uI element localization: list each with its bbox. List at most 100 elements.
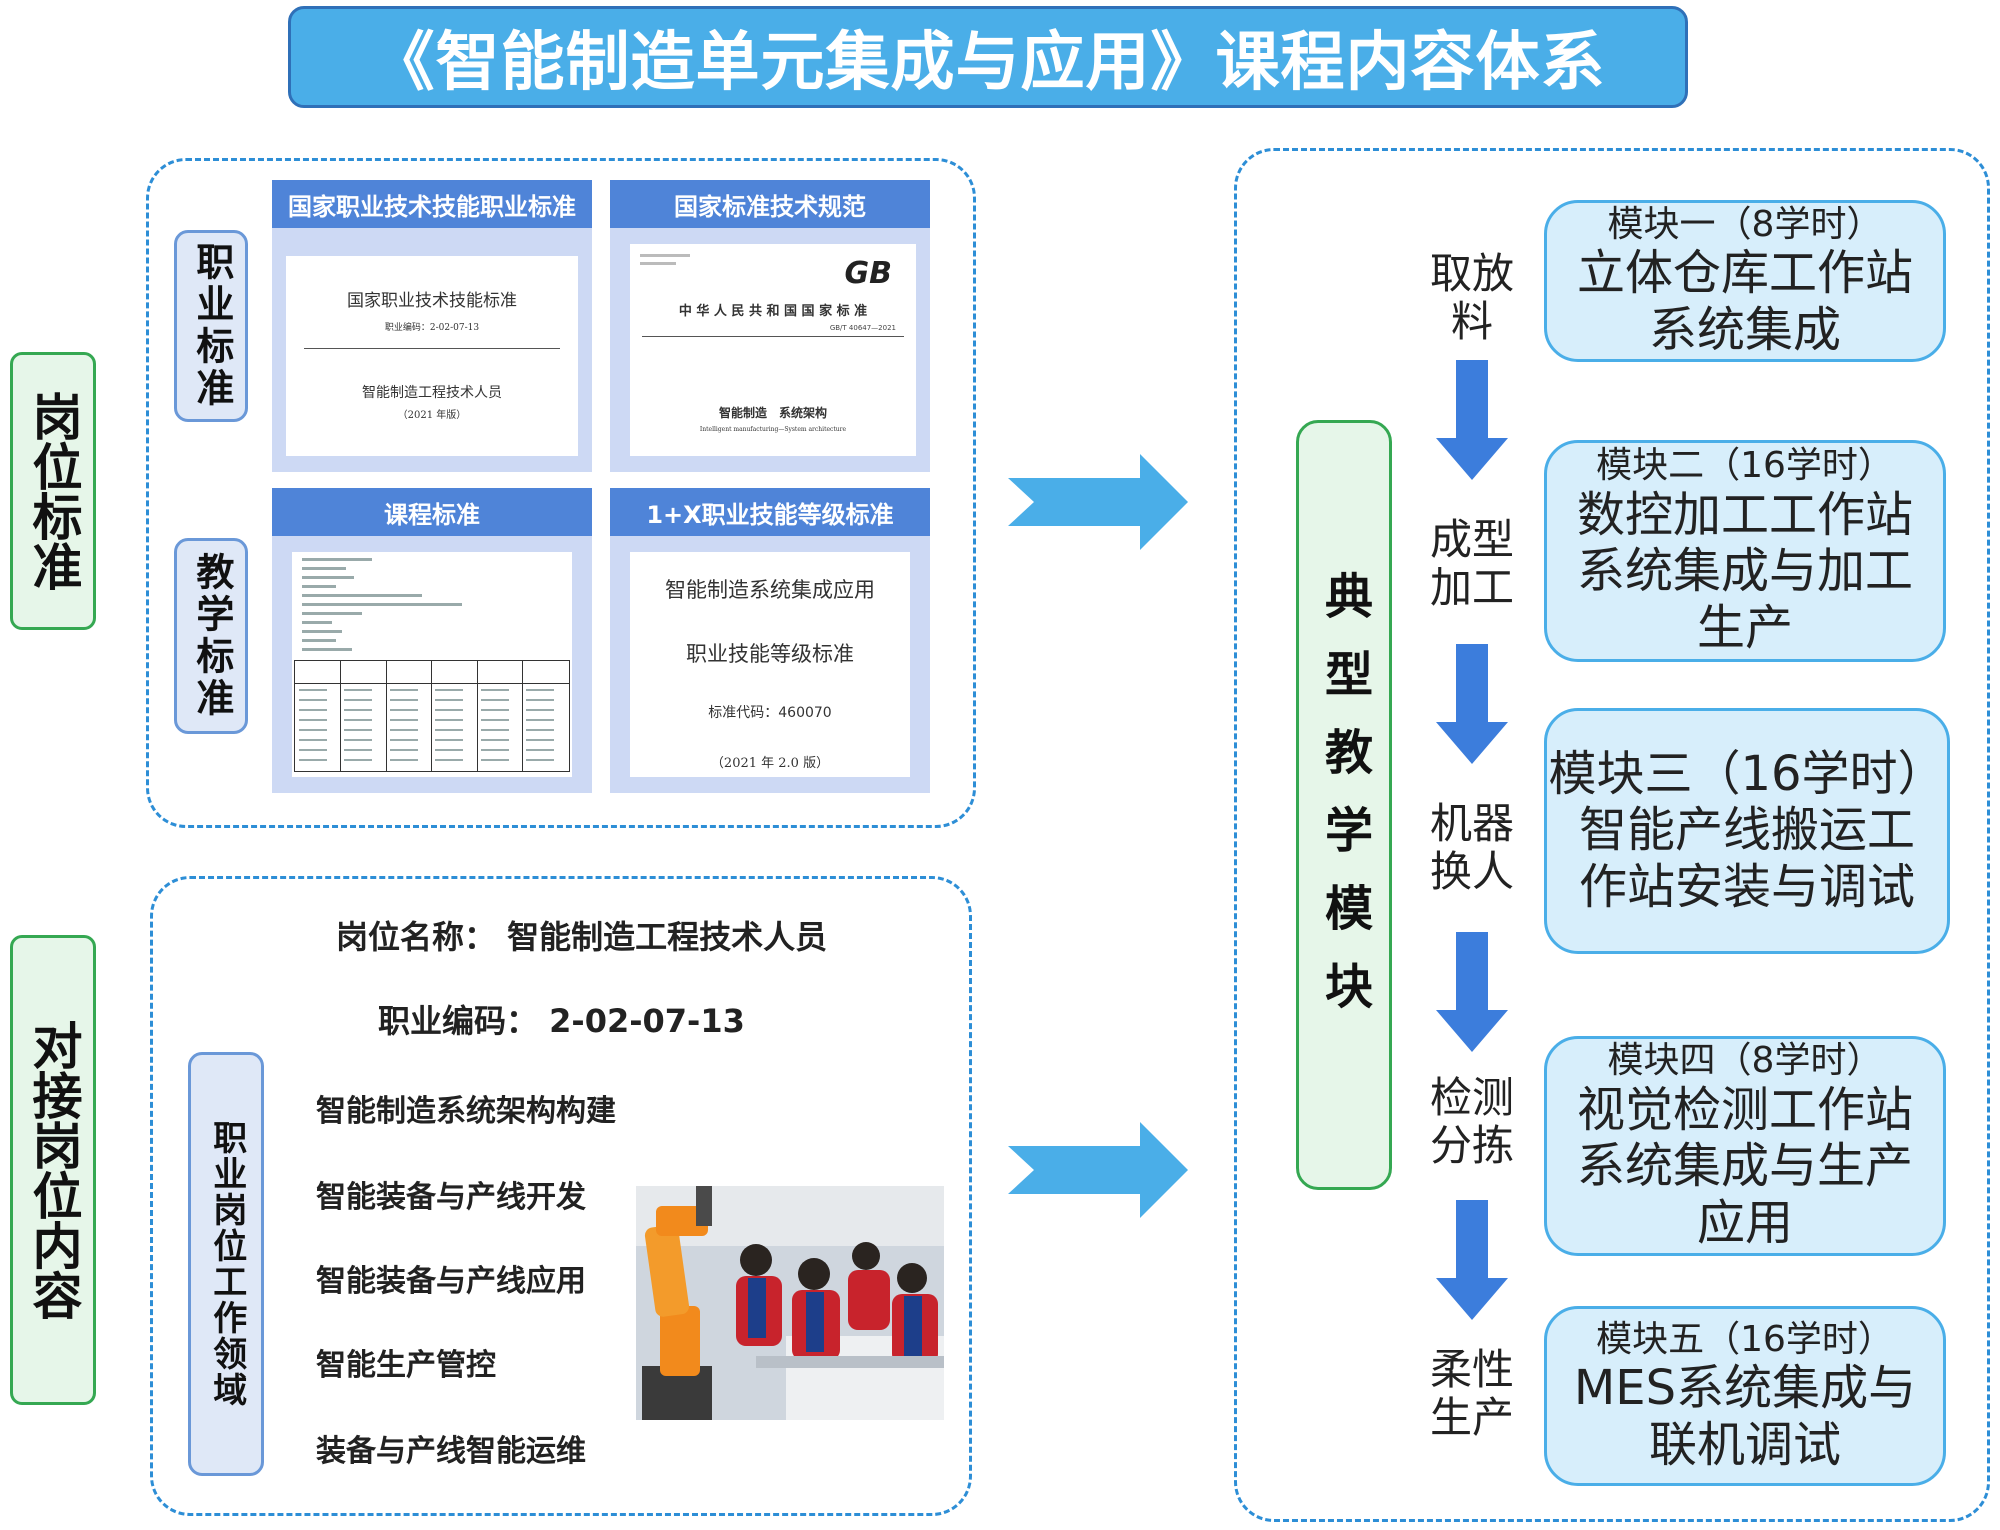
table-cell-placeholder [480,729,509,731]
table-cell-placeholder [299,709,327,711]
doc-line: （2021 年版） [397,410,467,421]
table-cell-placeholder [389,699,418,701]
table-cell-placeholder [435,759,464,761]
tag-job-work-domain: 职业岗位工作领域 [188,1052,264,1476]
module-title-line: MES系统集成与 [1573,1360,1917,1417]
divider [304,348,560,349]
table-column-rule [431,661,433,771]
card-header: 课程标准 [272,488,592,536]
process-text: 取放料 [1429,249,1514,347]
table-cell-placeholder [480,709,509,711]
module-header: 模块五（16学时） [1596,1318,1894,1360]
typical-teaching-modules-label: 典型教学模块 [1296,420,1392,1190]
doc-meta-line [640,254,690,257]
process-text: 柔性生产 [1429,1345,1514,1443]
table-cell-placeholder [526,749,555,751]
process-text: 检测分拣 [1429,1073,1514,1171]
table-cell-placeholder [435,729,464,731]
text-line-placeholder [302,612,362,615]
side-label-post-content: 对接岗位内容 [10,935,96,1405]
table-cell-placeholder [526,699,555,701]
document-preview [292,552,572,777]
module-4-box: 模块四（8学时） 视觉检测工作站 系统集成与生产 应用 [1544,1036,1946,1256]
domain-item: 智能生产管控 [316,1348,496,1383]
table-cell-placeholder [344,729,373,731]
arrow-right-bottom [1008,1122,1188,1218]
table-cell-placeholder [299,689,327,691]
table-column-rule [385,661,387,771]
arrow-right-top [1008,454,1188,550]
card-header: 国家职业技术技能职业标准 [272,180,592,228]
tag-job-work-domain-text: 职业岗位工作领域 [206,1120,247,1408]
table-cell-placeholder [389,729,418,731]
module-5-box: 模块五（16学时） MES系统集成与 联机调试 [1544,1306,1946,1486]
table-column-rule [522,661,524,771]
tag-career-standard: 职业标准 [174,230,248,422]
module-3-box: 模块三（16学时） 智能产线搬运工 作站安装与调试 [1544,708,1950,954]
table-cell-placeholder [389,689,418,691]
text-line-placeholder [302,585,336,588]
module-title-line: 作站安装与调试 [1578,858,1915,915]
table-cell-placeholder [389,739,418,741]
workshop-photo [636,1186,944,1420]
module-title-line: 应用 [1696,1195,1793,1251]
document-preview: 智能制造系统集成应用 职业技能等级标准 标准代码：460070 （2021 年 … [630,552,910,777]
tag-career-standard-text: 职业标准 [189,242,234,410]
module-1-box: 模块一（8学时） 立体仓库工作站 系统集成 [1544,200,1946,362]
table-header-rule [295,683,569,684]
module-title-line: 系统集成 [1648,301,1841,358]
table-cell-placeholder [526,759,555,761]
card-1x-skill-standard: 1+X职业技能等级标准 智能制造系统集成应用 职业技能等级标准 标准代码：460… [610,488,930,793]
table-cell-placeholder [526,729,555,731]
workshop-photo-illustration [636,1186,944,1420]
table-cell-placeholder [344,739,373,741]
process-label: 柔性生产 [1412,1345,1532,1443]
module-title-line: 系统集成与生产 [1576,1138,1913,1195]
doc-line: 标准代码：460070 [708,705,832,721]
text-line-placeholder [302,648,352,651]
table-cell-placeholder [435,689,464,691]
table-cell-placeholder [435,699,464,701]
doc-line: （2021 年 2.0 版） [710,756,830,771]
page-title: 《智能制造单元集成与应用》课程内容体系 [370,26,1606,100]
gb-logo: GB [844,256,893,291]
table-cell-placeholder [435,739,464,741]
modules-panel [1234,148,1990,1522]
arrow-down [1436,360,1508,480]
doc-meta-line [640,262,676,265]
domain-item: 装备与产线智能运维 [316,1434,586,1469]
side-label-post-standard-text: 岗位标准 [24,391,83,591]
job-code-value: 2-02-07-13 [549,1002,745,1040]
text-line-placeholder [302,576,354,579]
text-line-placeholder [302,594,422,597]
job-name-value: 智能制造工程技术人员 [507,918,828,956]
process-label: 检测分拣 [1412,1073,1532,1171]
title-banner: 《智能制造单元集成与应用》课程内容体系 [288,6,1688,108]
text-line-placeholder [302,567,346,570]
table-column-rule [476,661,478,771]
doc-line: 智能制造系统集成应用 [665,578,875,602]
doc-line: 国家职业技术技能标准 [347,291,517,311]
table-cell-placeholder [299,739,327,741]
table-cell-placeholder [480,749,509,751]
doc-line: Intelligent manufacturing—System archite… [699,426,847,433]
card-header: 国家标准技术规范 [610,180,930,228]
module-header: 模块一（8学时） [1607,203,1883,245]
table-cell-placeholder [435,709,464,711]
domain-item: 智能制造系统架构构建 [316,1094,616,1129]
table-cell-placeholder [480,719,509,721]
divider [642,336,904,337]
document-table [294,660,570,772]
side-label-post-content-text: 对接岗位内容 [24,1020,83,1320]
domain-item: 智能装备与产线应用 [316,1264,586,1299]
table-cell-placeholder [480,699,509,701]
document-preview: GB 中 华 人 民 共 和 国 国 家 标 准 GB/T 40647—2021… [630,244,916,456]
table-cell-placeholder [344,689,373,691]
job-name: 岗位名称： 智能制造工程技术人员 [336,912,827,958]
table-cell-placeholder [299,729,327,731]
module-2-box: 模块二（16学时） 数控加工工作站 系统集成与加工 生产 [1544,440,1946,662]
table-cell-placeholder [526,709,555,711]
table-cell-placeholder [389,759,418,761]
table-cell-placeholder [344,699,373,701]
process-text: 成型加工 [1429,515,1514,613]
